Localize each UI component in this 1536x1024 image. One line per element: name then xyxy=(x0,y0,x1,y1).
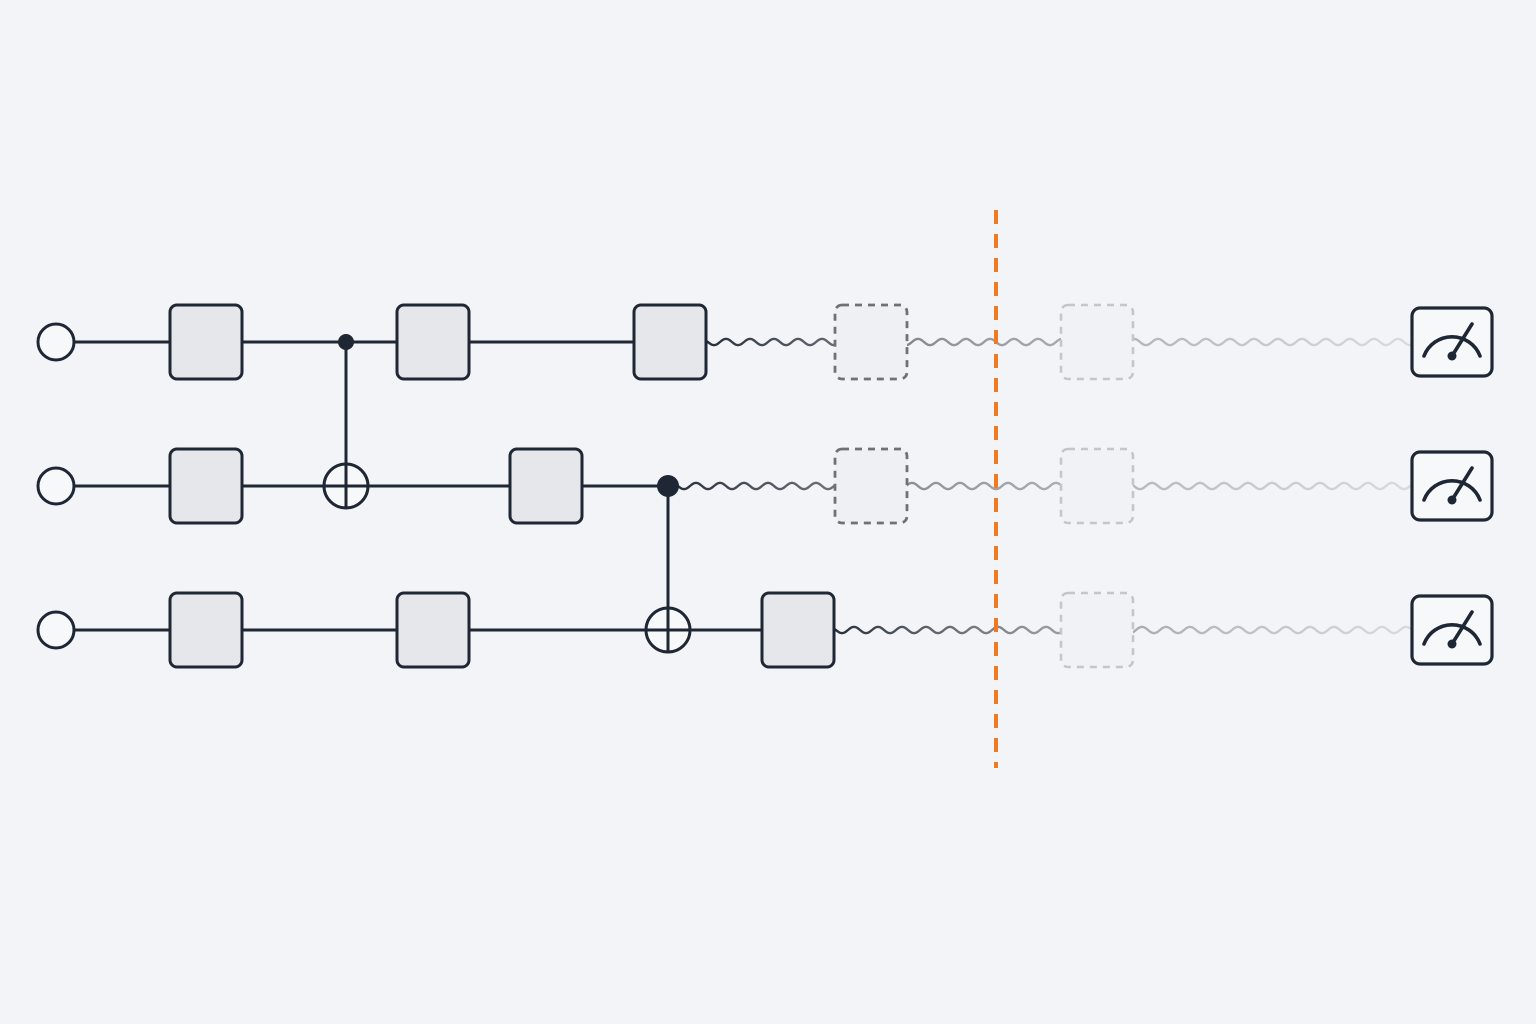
ket-circle-icon xyxy=(36,322,76,362)
ket-circle-icon xyxy=(36,466,76,506)
qubit-2-gate-0 xyxy=(168,591,244,669)
qubit-1-gate-0 xyxy=(168,447,244,525)
qubit-0-gate-2 xyxy=(395,303,471,381)
qubit-2-gate-3 xyxy=(760,591,836,669)
qubit-0-noisy-wire xyxy=(706,337,1412,347)
qubit-0-gate-3 xyxy=(632,303,708,381)
cnot-target-icon xyxy=(322,462,370,510)
qubit-1-gate-2 xyxy=(508,447,584,525)
qubit-1-gate-4 xyxy=(833,447,909,525)
cnot-target-icon xyxy=(644,606,692,654)
gates-layer xyxy=(168,303,1135,669)
io-layer xyxy=(36,306,1494,666)
qubit-2-gate-1 xyxy=(395,591,471,669)
qubit-0-gate-5 xyxy=(1059,303,1135,381)
qubit-1-noisy-wire xyxy=(676,481,1412,491)
control-dot xyxy=(657,475,679,497)
meter-icon xyxy=(1410,594,1494,666)
meter-icon xyxy=(1410,306,1494,378)
qubit-2-gate-4 xyxy=(1059,591,1135,669)
qubit-0-gate-4 xyxy=(833,303,909,381)
qubit-1-gate-5 xyxy=(1059,447,1135,525)
qubit-0-gate-0 xyxy=(168,303,244,381)
control-dot xyxy=(338,334,354,350)
meter-icon xyxy=(1410,450,1494,522)
noise-wires-layer xyxy=(676,337,1412,635)
ket-circle-icon xyxy=(36,610,76,650)
